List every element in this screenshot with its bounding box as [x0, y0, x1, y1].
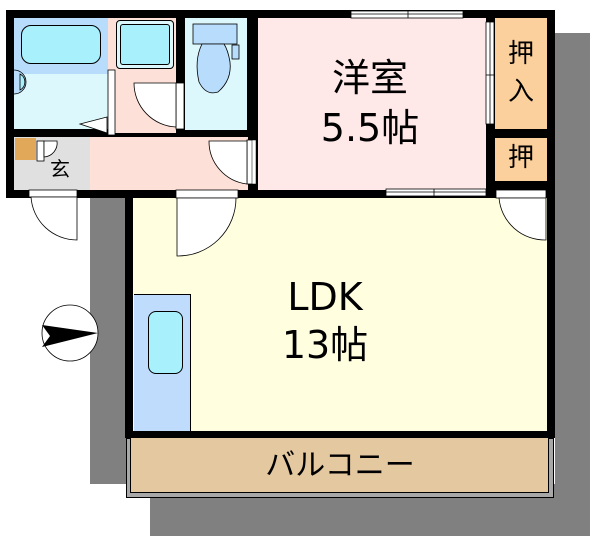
closet-1 [495, 18, 547, 129]
balcony-label: バルコニー [265, 448, 415, 483]
western-room-size: 5.5帖 [320, 106, 420, 150]
washbasin-bowl [120, 24, 170, 65]
western-room [258, 18, 486, 190]
closet-1-label-1: 押 [507, 39, 534, 69]
shoe-box [15, 138, 36, 160]
kitchen-sink [148, 311, 183, 374]
shadow-right [555, 33, 590, 520]
western-room-name: 洋室 [331, 56, 408, 100]
closet-1-label-2: 入 [507, 77, 534, 107]
balcony [130, 438, 549, 493]
bathtub [21, 25, 101, 64]
ldk-size: 13帖 [281, 323, 369, 367]
closet-2-label: 押 [507, 143, 534, 173]
entrance-label: 玄 [50, 157, 70, 181]
closet-2 [495, 138, 547, 181]
ldk-name: LDK [287, 275, 363, 319]
